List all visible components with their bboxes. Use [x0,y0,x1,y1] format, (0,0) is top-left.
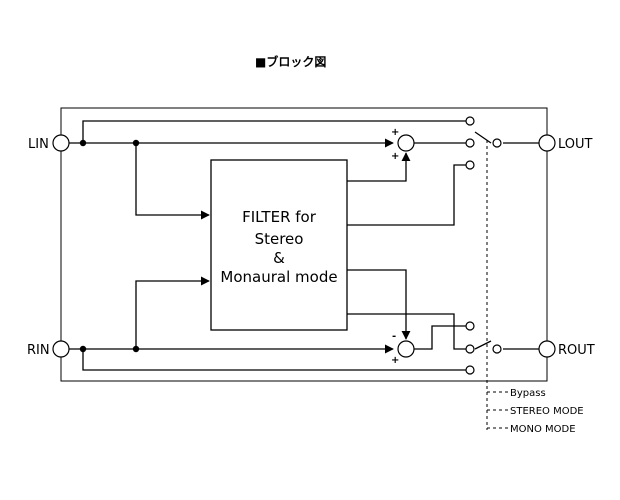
filter-to-rout-mono-wire [347,313,466,350]
filter-label-line1: FILTER for [242,208,317,226]
lout-contact-mono [465,160,475,170]
rout-port [538,340,556,358]
lout-label: LOUT [558,137,593,152]
bottom-summing-node [397,340,415,358]
rout-contact-mono [465,344,475,354]
filter-to-bottom-summer-wire [347,269,411,340]
lout-contact-bypass [465,116,475,126]
filter-label-line3: & [273,249,285,267]
rin-to-filter-wire [135,276,210,349]
diagram-title: ■ブロック図 [255,54,326,69]
rin-junction-dot-1 [79,345,87,353]
lin-to-filter-wire [135,143,210,220]
lin-port [52,134,70,152]
rin-label: RIN [27,343,50,358]
lin-junction-dot-1 [79,139,87,147]
lout-switch-lever [474,131,492,144]
outer-frame [60,107,548,382]
bottom-sum-sign-b: + [391,355,399,366]
legend-mono-mode: MONO MODE [510,424,576,435]
rout-contact-stereo [465,321,475,331]
top-sum-sign-a: + [391,127,399,138]
lin-label: LIN [28,137,49,152]
bottom-sum-sign-a: - [392,331,396,342]
lout-contact-stereo [465,138,475,148]
rin-junction-dot-2 [132,345,140,353]
lout-contact-common [492,138,502,148]
rout-contact-common [492,344,502,354]
filter-to-lout-mono-wire [347,164,466,226]
rin-bypass-wire [82,349,466,371]
lout-port [538,134,556,152]
legend-stereo-mode: STEREO MODE [510,406,584,417]
rout-contact-bypass [465,365,475,375]
lin-bypass-wire [82,120,466,143]
legend-bypass: Bypass [510,388,546,399]
filter-label-line4: Monaural mode [220,268,337,286]
top-sum-sign-b: + [391,151,399,162]
rout-label: ROUT [558,343,595,358]
filter-block [210,159,348,331]
filter-label-line2: Stereo [255,230,304,248]
filter-to-top-summer-wire [347,152,411,182]
rin-port [52,340,70,358]
bottom-summer-out-wire [414,325,466,350]
rout-switch-lever [474,340,492,350]
top-summing-node [397,134,415,152]
lin-junction-dot-2 [132,139,140,147]
